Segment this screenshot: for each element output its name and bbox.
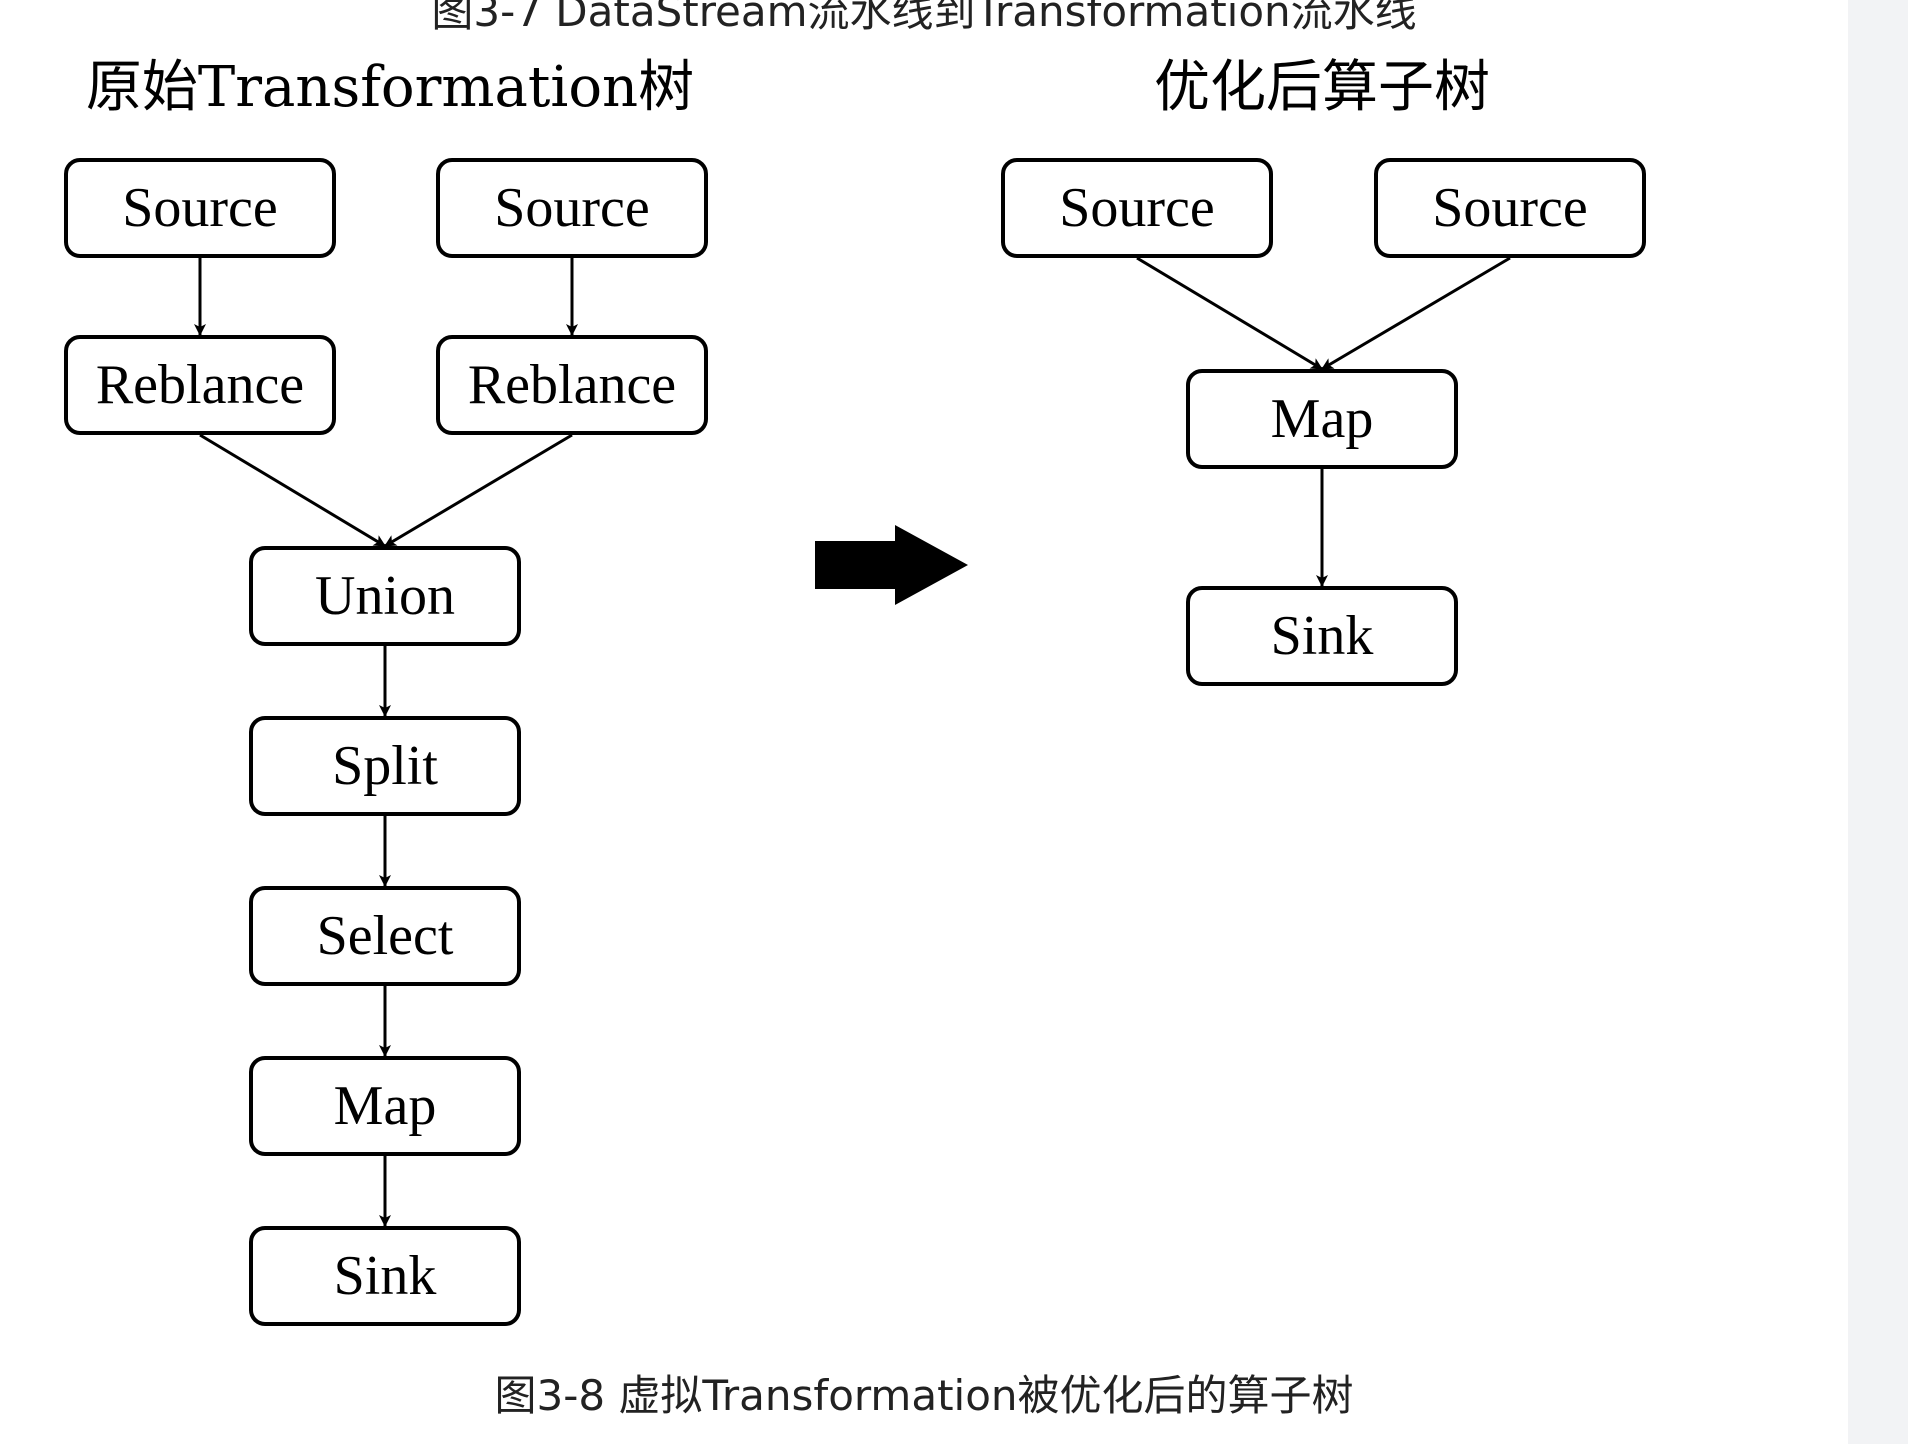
- node-source-b: Source: [1374, 158, 1646, 258]
- node-sink: Sink: [249, 1226, 521, 1326]
- node-label: Map: [1271, 388, 1374, 450]
- node-box: [64, 158, 336, 258]
- top-caption: 图3-7 DataStream流水线到Transformation流水线: [431, 0, 1417, 36]
- node-box: [249, 886, 521, 986]
- node-box: [249, 546, 521, 646]
- node-reblance-b: Reblance: [436, 335, 708, 435]
- node-box: [249, 1226, 521, 1326]
- node-source-a: Source: [64, 158, 336, 258]
- node-split: Split: [249, 716, 521, 816]
- node-sink: Sink: [1186, 586, 1458, 686]
- node-map: Map: [1186, 369, 1458, 469]
- node-box: [1186, 369, 1458, 469]
- node-label: Reblance: [96, 354, 304, 416]
- node-map: Map: [249, 1056, 521, 1156]
- right-arrow-icon: [815, 525, 968, 605]
- node-box: [436, 335, 708, 435]
- node-label: Sink: [334, 1245, 437, 1307]
- node-union: Union: [249, 546, 521, 646]
- node-label: Source: [494, 177, 650, 239]
- node-label: Select: [317, 905, 454, 967]
- edge-reblance_b-to-union: [384, 433, 573, 548]
- node-label: Map: [334, 1075, 437, 1137]
- node-box: [249, 716, 521, 816]
- node-label: Split: [332, 735, 438, 797]
- node-source-a: Source: [1001, 158, 1273, 258]
- node-label: Source: [1059, 177, 1215, 239]
- node-label: Sink: [1271, 605, 1374, 667]
- node-label: Source: [122, 177, 278, 239]
- node-label: Source: [1432, 177, 1588, 239]
- edge-source_b-to-map: [1321, 256, 1511, 371]
- right-tree-edges: [1136, 256, 1511, 587]
- page-gutter: [1848, 0, 1908, 1444]
- node-source-b: Source: [436, 158, 708, 258]
- node-box: [1186, 586, 1458, 686]
- left-tree-edges: [194, 258, 578, 1227]
- node-box: [1374, 158, 1646, 258]
- node-box: [436, 158, 708, 258]
- node-box: [64, 335, 336, 435]
- right-tree-title: 优化后算子树: [1154, 55, 1490, 120]
- node-label: Reblance: [468, 354, 676, 416]
- node-select: Select: [249, 886, 521, 986]
- edge-source_a-to-map: [1136, 256, 1323, 371]
- node-reblance-a: Reblance: [64, 335, 336, 435]
- node-box: [249, 1056, 521, 1156]
- edge-reblance_a-to-union: [199, 433, 386, 548]
- node-box: [1001, 158, 1273, 258]
- left-tree-title: 原始Transformation树: [86, 55, 694, 120]
- node-label: Union: [315, 565, 455, 627]
- bottom-caption: 图3-8 虚拟Transformation被优化后的算子树: [494, 1371, 1354, 1420]
